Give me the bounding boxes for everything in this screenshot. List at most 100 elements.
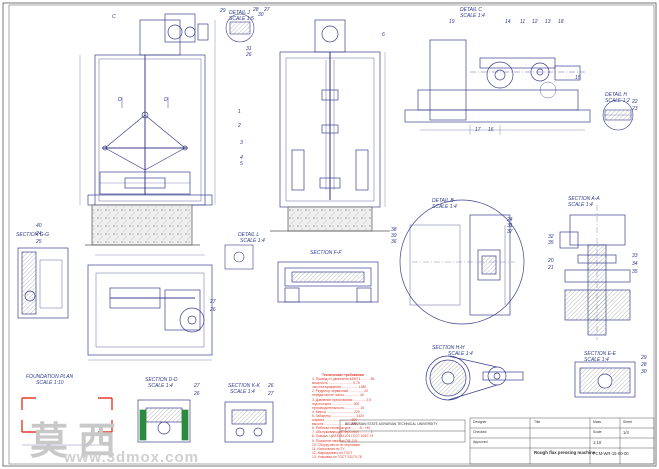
section-kk-view [224, 401, 274, 443]
label-detail-h-scale: SCALE 1:2 [605, 98, 630, 104]
title-field-title: Title [534, 420, 541, 424]
balloon: 20 [548, 258, 554, 264]
label-section-dd: SECTION D-D [145, 377, 178, 383]
label-section-gg: SECTION G-G [16, 232, 50, 238]
balloon: 12 [532, 19, 538, 25]
section-dd-view [137, 399, 191, 443]
title-field-approved: Approved [473, 440, 488, 444]
drawing-name: Rough flax pressing machine [534, 450, 596, 455]
balloon: 11 [520, 19, 526, 25]
plan-view [87, 264, 213, 361]
spec-line: ход ползуна ...................... 300 [312, 401, 360, 406]
detail-j-view [225, 13, 255, 43]
balloon: 40 [36, 223, 42, 229]
balloon: 35 [548, 240, 554, 246]
label-detail-h: DETAIL H [605, 92, 628, 98]
balloon: 26 [246, 52, 252, 58]
label-section-ff: SECTION F-F [310, 250, 342, 256]
title-block-org: BELARUSIAN STATE AGRARIAN TECHNICAL UNIV… [345, 422, 438, 426]
technical-requirements: Технические требования 1. Привод от двиг… [312, 373, 404, 459]
balloon: 17 [475, 127, 481, 133]
spec-line: частота вращения ................. 1380 [312, 385, 367, 390]
balloon: 19 [449, 19, 455, 25]
balloon: 26 [268, 383, 274, 389]
spec-line: высота ........................... 1900 [312, 422, 359, 427]
front-view [79, 13, 216, 256]
label-section-ee: SECTION E-E [584, 351, 616, 357]
title-field-designer: Designer [473, 420, 487, 424]
spec-line: 2. Редуктор червячный ............... 20 [312, 389, 369, 394]
label-section-aa: SECTION A-A [568, 196, 600, 202]
detail-l-view [224, 244, 254, 270]
balloon: 25 [36, 239, 42, 245]
balloon: 27 [194, 383, 200, 389]
balloon: 24 [507, 217, 513, 223]
balloon: 30 [258, 12, 264, 18]
balloon: 39 [391, 233, 397, 239]
title-field-checked: Checked [473, 430, 487, 434]
balloon: 27 [210, 299, 216, 305]
drawing-scale: 1:10 [593, 440, 602, 445]
label-detail-c: DETAIL C [460, 7, 483, 13]
watermark-glyph: 西 [78, 419, 117, 463]
balloon: 21 [548, 265, 554, 271]
section-ff-view [277, 261, 379, 303]
balloon: 24 [36, 231, 42, 237]
spec-line: 4. Масса ............................ 22… [312, 409, 360, 414]
label-section-dd-scale: SCALE 1:4 [148, 383, 173, 389]
balloon: 33 [632, 253, 638, 259]
label-detail-j-scale: SCALE 1:5 [229, 16, 254, 22]
label-foundation-scale: SCALE 1:10 [36, 380, 64, 386]
label-section-kk: SECTION K-K [228, 383, 260, 389]
section-ee-view [574, 361, 636, 398]
balloon: 28 [253, 7, 259, 13]
balloon: 29 [220, 8, 226, 14]
balloon: 26 [194, 391, 200, 397]
balloon: 28 [641, 362, 647, 368]
spec-line: 8. Смазка: ЦИАТИМ-201 ГОСТ 6267-74 [312, 434, 374, 439]
label-view-d-left: D [118, 97, 122, 103]
watermark-glyph: 莫 [30, 419, 69, 463]
label-view-d-right: D [164, 97, 168, 103]
balloon: 13 [545, 19, 551, 25]
foundation-plan-view [21, 397, 113, 446]
label-view-c: C [112, 14, 116, 20]
balloon: 36 [391, 239, 397, 245]
balloon: 23 [632, 106, 638, 112]
spec-line: производительность ............... 15 [312, 405, 365, 410]
balloon: 27 [268, 391, 274, 397]
title-block-frame [339, 417, 655, 465]
balloon: 2 [238, 123, 241, 129]
title-field-mass: Mass [593, 420, 602, 424]
balloon: 14 [505, 19, 511, 25]
balloon: 4 [240, 155, 243, 161]
detail-c-view [404, 39, 591, 135]
balloon: 31 [507, 223, 513, 229]
spec-title: Технические требования [322, 373, 364, 377]
spec-line: 6. Рабочая температура ....... -5...+40 [312, 426, 371, 431]
spec-line: 12. Маркировать по ГОСТ [312, 450, 353, 455]
spec-line: 1. Привод от двигателя 4АМ71 ......... 8… [312, 377, 375, 382]
balloon: 5 [240, 161, 243, 167]
label-detail-b-scale: SCALE 1:4 [432, 204, 457, 210]
balloon: 38 [391, 227, 397, 233]
balloon: 31 [246, 46, 252, 52]
balloon: 32 [548, 234, 554, 240]
balloon: 16 [488, 127, 494, 133]
balloon: 18 [558, 19, 564, 25]
spec-line: 9. Покрытие эмалью ПФ-115 [312, 438, 357, 443]
title-field-scale: Scale [593, 430, 602, 434]
balloon: 30 [641, 369, 647, 375]
section-hh-view [425, 355, 524, 401]
detail-b-view [399, 199, 525, 325]
label-detail-l-scale: SCALE 1:4 [240, 238, 265, 244]
balloon: 6 [382, 32, 385, 38]
balloon: 35 [632, 269, 638, 275]
balloon: 27 [264, 7, 270, 13]
drawing-number: FCM-WR-15-00-00 [593, 451, 629, 456]
inner-border [8, 4, 655, 465]
spec-line: 3. Давление прессования ............. 2,… [312, 397, 372, 402]
